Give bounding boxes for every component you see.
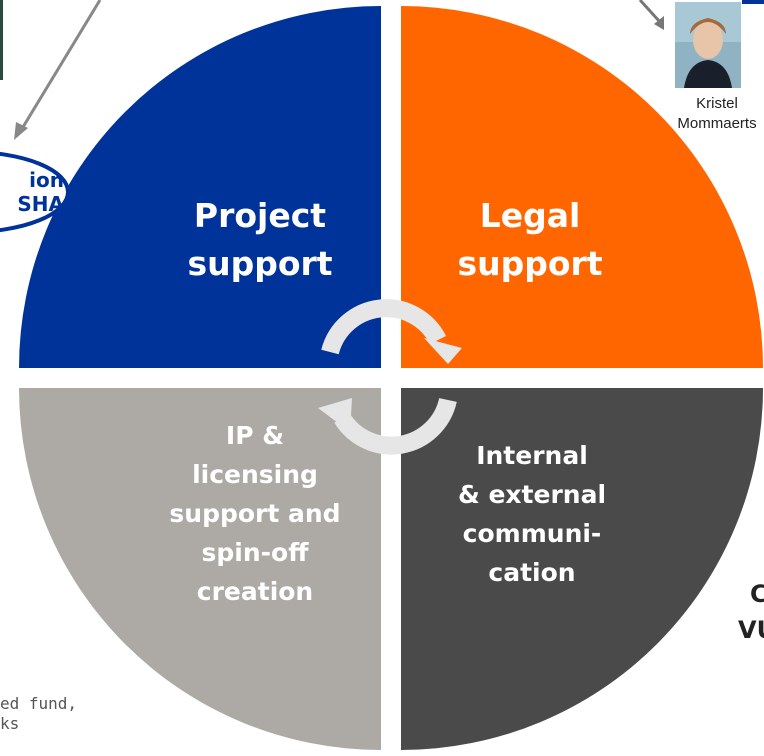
communication-label: Internal & external communi- cation: [432, 436, 632, 592]
ip-label-line1: IP &: [225, 421, 285, 450]
quadrant-communication: [401, 388, 763, 750]
ip-label-line5: creation: [196, 577, 314, 606]
legal-label-line1: Legal: [479, 196, 581, 235]
legal-support-label: Legal support: [430, 192, 630, 288]
right-partial-text: C VU: [738, 576, 764, 648]
cycle-arrow-bottom-head: [318, 398, 352, 432]
link-arrow-right: [638, 0, 662, 24]
cycle-arrow-top-head: [424, 338, 462, 364]
left-image-fragment: [0, 0, 3, 80]
ip-label-line2: licensing: [192, 460, 318, 489]
left-badge-line2: SHA: [17, 192, 64, 216]
ip-label-line4: spin-off: [201, 538, 309, 567]
bottom-left-line2: ks: [0, 714, 20, 733]
quadrant-ip-licensing: [19, 388, 381, 750]
link-arrow-right-head: [654, 16, 664, 30]
project-label-line1: Project: [193, 196, 327, 235]
comm-label-line2: & external: [457, 480, 607, 509]
right-partial-line2: VU: [738, 616, 764, 644]
quadrant-project-support: [19, 6, 381, 368]
comm-label-line4: cation: [488, 558, 576, 587]
top-right-fragment: [742, 0, 764, 4]
link-arrow-left-head: [14, 122, 28, 140]
left-badge-text: ion SHA: [0, 168, 64, 216]
person-first-name: Kristel: [696, 95, 738, 112]
right-partial-line1: C: [750, 580, 764, 608]
link-arrow-left: [18, 0, 102, 133]
bottom-left-line1: ed fund,: [0, 694, 78, 713]
ip-label-line3: support and: [169, 499, 341, 528]
project-support-label: Project support: [160, 192, 360, 288]
person-last-name: Mommaerts: [677, 115, 757, 132]
cycle-arrow-top-arc: [321, 299, 447, 355]
person-photo: [675, 2, 741, 88]
ip-licensing-label: IP & licensing support and spin-off crea…: [150, 416, 360, 611]
bottom-left-partial-text: ed fund, ks: [0, 694, 77, 734]
comm-label-line1: Internal: [476, 441, 588, 470]
left-badge-line1: ion: [29, 168, 64, 192]
project-label-line2: support: [187, 244, 333, 283]
comm-label-line3: communi-: [462, 519, 602, 548]
quadrant-legal-support: [401, 6, 763, 368]
legal-label-line2: support: [457, 244, 603, 283]
cycle-arrow-bottom-arc: [334, 397, 457, 455]
person-name: Kristel Mommaerts: [662, 94, 764, 134]
left-badge: [0, 151, 70, 233]
